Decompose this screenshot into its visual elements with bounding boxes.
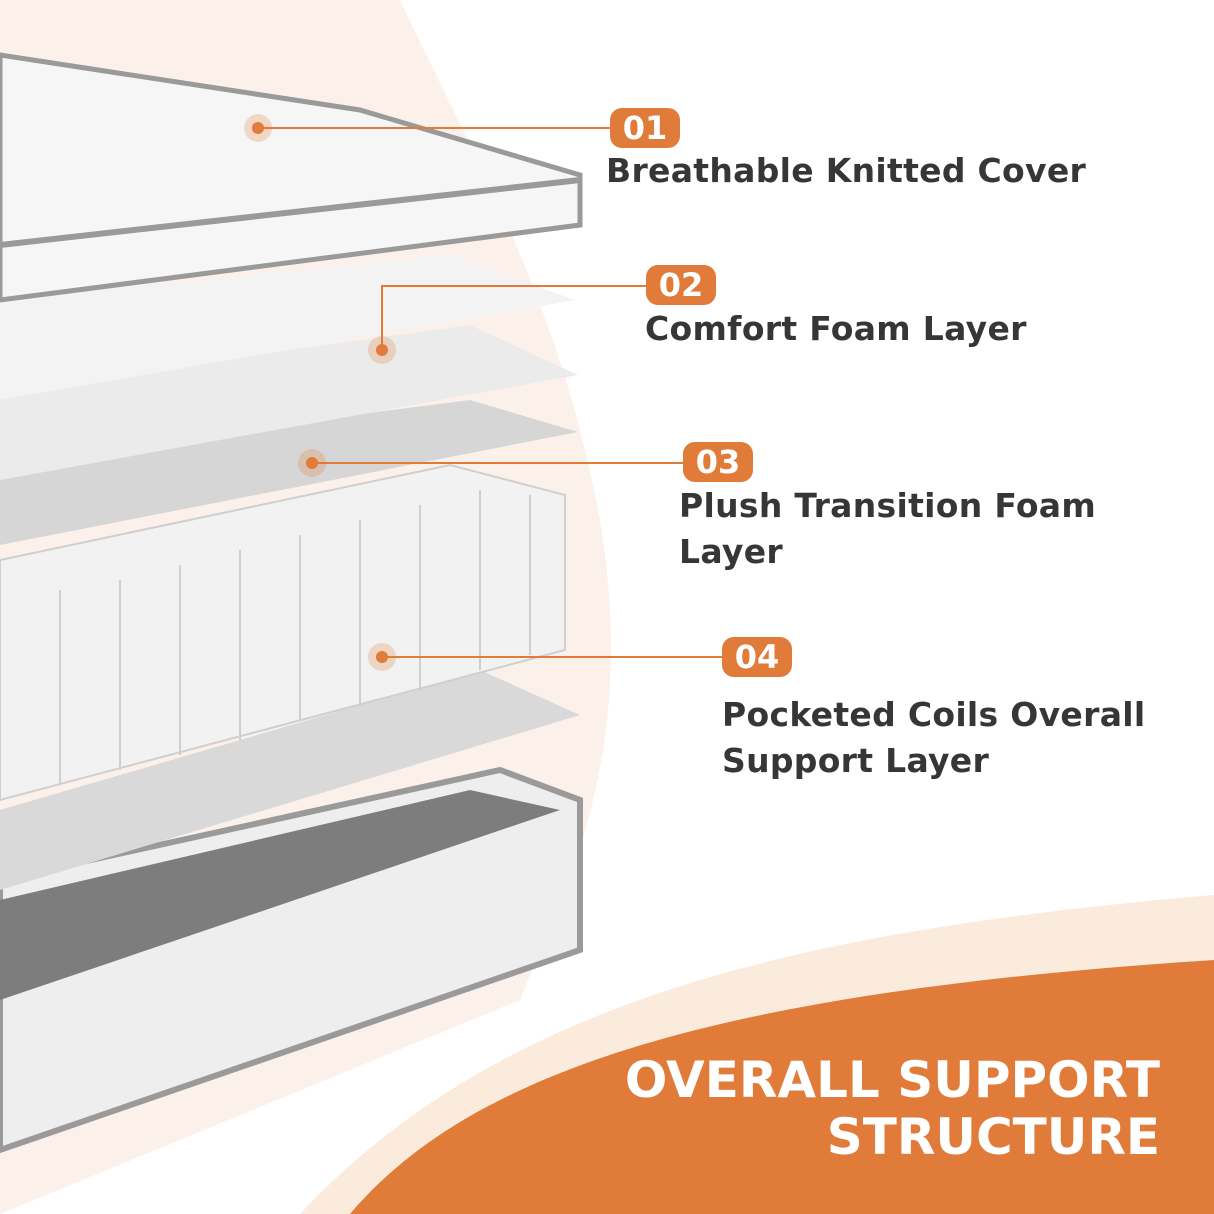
base-interior [0, 790, 560, 1000]
callout-lines [258, 127, 724, 658]
callout-label-04-line2: Support Layer [722, 741, 990, 780]
comfort-foam-1 [0, 255, 575, 400]
callout-badge-03: 03 [683, 442, 753, 482]
callout-label-02: Comfort Foam Layer [645, 309, 1027, 348]
bottom-foam [0, 670, 580, 890]
coil-columns [59, 490, 531, 785]
headline-line1: OVERALL SUPPORT [624, 1051, 1160, 1109]
callout-label-03-line2: Layer [679, 532, 783, 571]
callout-label-03-line1: Plush Transition Foam [679, 486, 1097, 525]
callout-label-01: Breathable Knitted Cover [606, 151, 1087, 190]
comfort-foam-2 [0, 325, 578, 480]
callout-label-04: Pocketed Coils Overall Support Layer [722, 692, 1145, 784]
base-layer [0, 766, 583, 1154]
headline-line2: STRUCTURE [826, 1108, 1160, 1166]
orange-banner [350, 960, 1214, 1214]
callout-badge-02: 02 [646, 265, 716, 305]
callout-badge-01: 01 [610, 108, 680, 148]
callout-label-04-line1: Pocketed Coils Overall [722, 695, 1146, 734]
callout-badge-04: 04 [722, 637, 792, 677]
callout-dots [244, 114, 396, 671]
callout-label-03: Plush Transition Foam Layer [679, 483, 1096, 575]
headline: OVERALL SUPPORT STRUCTURE [625, 1052, 1160, 1166]
knitted-cover [0, 52, 583, 303]
transition-foam [0, 400, 578, 545]
pocketed-coils [0, 463, 566, 802]
